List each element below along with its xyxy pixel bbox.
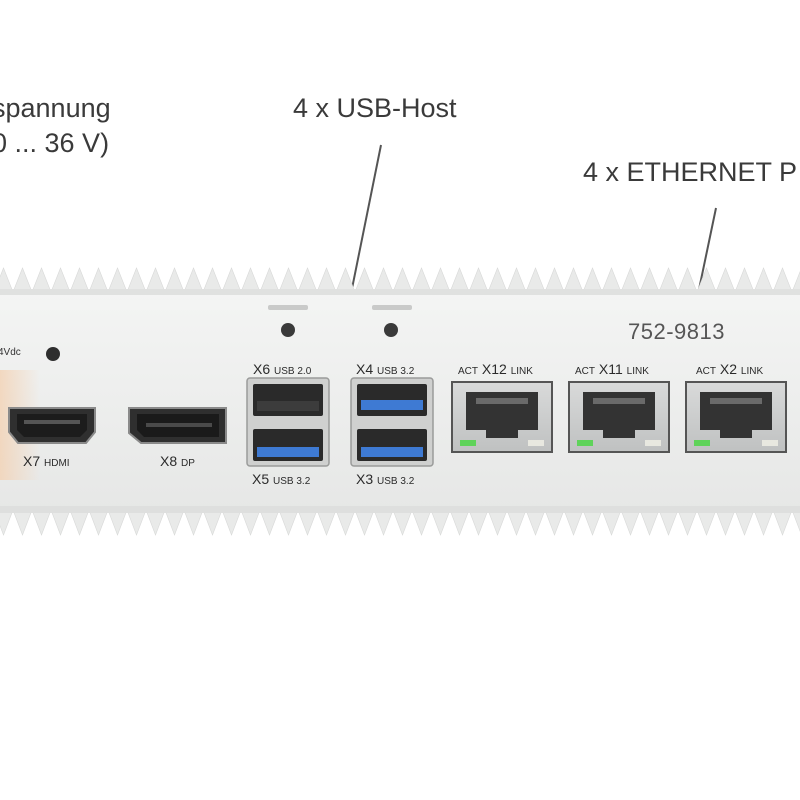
usb-x6-label: X6 USB 2.0 xyxy=(253,361,312,377)
usb-x4-label: X4 USB 3.2 xyxy=(356,361,415,377)
usb-stack-right xyxy=(350,377,434,467)
mount-bar-right xyxy=(372,305,412,310)
usb-port-x4[interactable] xyxy=(357,384,427,416)
usb-callout: 4 x USB-Host xyxy=(293,93,457,123)
hdmi-port[interactable] xyxy=(8,407,96,444)
link-led xyxy=(694,440,710,446)
power-callout-line2: 0 ... 36 V) xyxy=(0,128,110,158)
screw-hole-left xyxy=(281,323,295,337)
screw-hole-right xyxy=(384,323,398,337)
power-voltage-label: 4Vdc xyxy=(0,347,21,358)
link-led xyxy=(577,440,593,446)
ethernet-callout: 4 x ETHERNET P xyxy=(583,157,798,187)
panel-bottom-edge xyxy=(0,506,800,513)
usb-port-x3[interactable] xyxy=(357,429,427,461)
model-number: 752-9813 xyxy=(628,319,725,344)
usb-port-x5[interactable] xyxy=(253,429,323,461)
usb-x5-label: X5 USB 3.2 xyxy=(252,471,311,487)
mount-bar-left xyxy=(268,305,308,310)
usb-x3-label: X3 USB 3.2 xyxy=(356,471,415,487)
link-led xyxy=(460,440,476,446)
usb-port-x6[interactable] xyxy=(253,384,323,416)
power-callout-line1: spannung xyxy=(0,93,111,123)
ethernet-port-x11[interactable] xyxy=(568,381,670,453)
ethernet-x11-label: ACT X11 LINK xyxy=(575,361,649,377)
ethernet-x2-label: ACT X2 LINK xyxy=(696,361,764,377)
dp-label: X8 DP xyxy=(160,453,195,469)
displayport-port[interactable] xyxy=(128,407,227,444)
hdmi-label: X7 HDMI xyxy=(23,453,70,469)
act-led xyxy=(762,440,778,446)
ethernet-port-x2[interactable] xyxy=(685,381,787,453)
heatsink-fins-top xyxy=(0,267,800,293)
ethernet-x12-label: ACT X12 LINK xyxy=(458,361,533,377)
heatsink-fins-bottom xyxy=(0,509,800,536)
usb-stack-left xyxy=(246,377,330,467)
panel-top-edge xyxy=(0,289,800,295)
ethernet-port-x12[interactable] xyxy=(451,381,553,453)
act-led xyxy=(645,440,661,446)
power-led-hole xyxy=(46,347,60,361)
act-led xyxy=(528,440,544,446)
